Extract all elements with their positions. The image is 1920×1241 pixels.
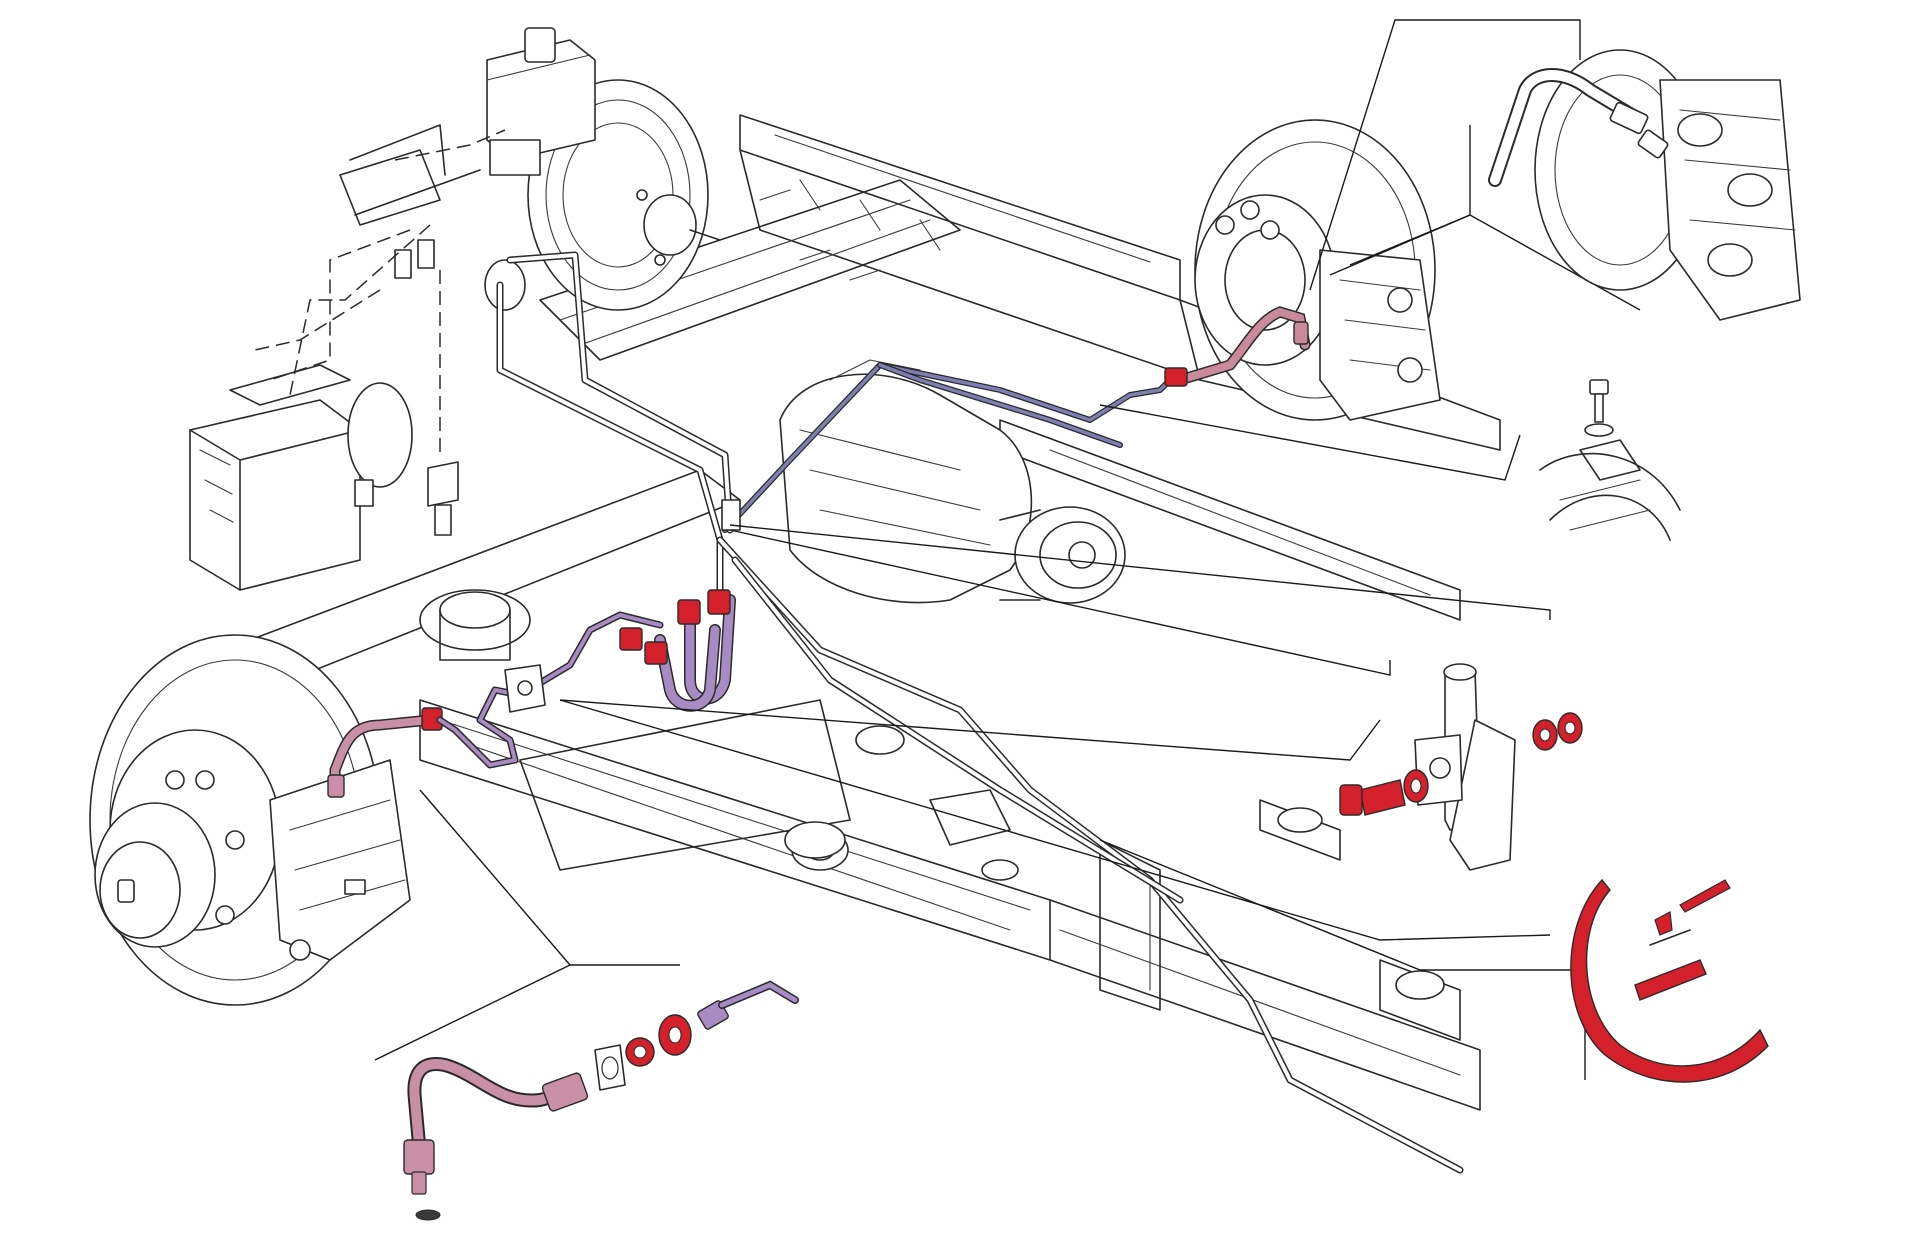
retaining-clip-icon: [1570, 878, 1769, 1083]
rear-brake-line: [722, 362, 1173, 533]
assembly-guide-lines: [254, 129, 506, 455]
front-brake-hose: [327, 707, 443, 798]
junction-fitting-3: [619, 627, 643, 651]
front-caliper: [269, 759, 411, 961]
combination-valve: [339, 124, 526, 311]
lower-control-arm: [519, 699, 851, 871]
frame-rail-left: [419, 699, 1051, 961]
master-cylinder-reservoir: [486, 39, 596, 161]
abs-motor: [347, 382, 413, 488]
frame-details: [759, 189, 1019, 881]
front-brake-assembly: [89, 634, 411, 1006]
detail-rear-caliper: [1488, 49, 1801, 321]
frame-rail-upper: [739, 114, 1181, 301]
reservoir-cap: [524, 27, 556, 63]
brake-junction-block: [504, 664, 546, 713]
hard-brake-lines: [496, 251, 1464, 1174]
detail-caliper-body: [1659, 79, 1801, 321]
bracket-bolt: [1589, 379, 1609, 395]
brake-booster-assembly: [486, 27, 721, 311]
rear-brake-assembly: [1194, 119, 1441, 421]
rear-differential: [779, 359, 1126, 604]
frame-bracket: [1099, 839, 1161, 1011]
abs-hydraulic-unit: [189, 399, 361, 591]
rear-hose-fitting: [1164, 367, 1188, 387]
red-bolt: [1359, 779, 1406, 816]
junction-fittings: [619, 499, 741, 665]
abs-module: [189, 364, 413, 591]
valve-fitting: [394, 249, 412, 279]
hose-end-fitting: [403, 1139, 435, 1175]
left-brake-line: [436, 594, 736, 769]
brake-hose-icon: [403, 980, 799, 1221]
detail-hose-bracket: [1339, 663, 1583, 871]
junction-fitting-2: [707, 589, 731, 615]
callout-leader-lines: [374, 19, 1641, 1080]
union-fitting: [427, 461, 459, 536]
detail-hose-bracket-top: [1539, 379, 1681, 541]
frame-rail-upper-web: [739, 149, 1201, 381]
junction-fitting-4: [644, 641, 668, 665]
rear-brake-hose: [1164, 306, 1311, 387]
junction-fitting-1: [677, 599, 701, 625]
rear-caliper: [1319, 249, 1441, 421]
